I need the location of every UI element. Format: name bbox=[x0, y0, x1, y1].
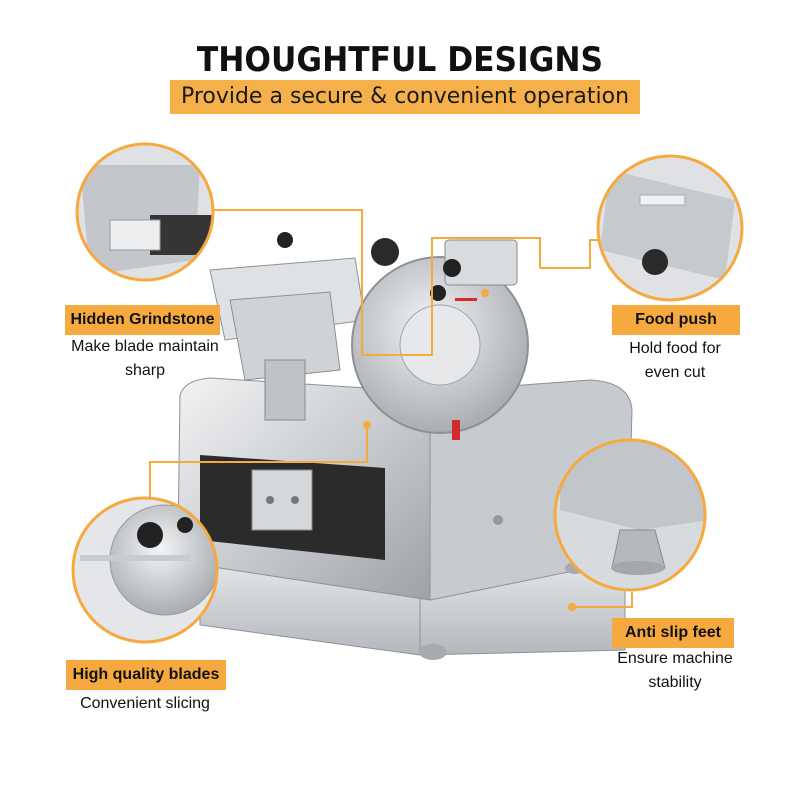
slicer-machine bbox=[177, 232, 633, 660]
feature-desc-line: even cut bbox=[644, 364, 706, 381]
page-subtitle: Provide a secure & convenient operation bbox=[170, 80, 640, 114]
feature-desc-anti-slip-feet: Ensure machine stability bbox=[575, 647, 775, 695]
feature-desc-hidden-grindstone: Make blade maintain sharp bbox=[45, 335, 245, 383]
feature-desc-high-quality-blades: Convenient slicing bbox=[45, 692, 245, 716]
feature-badge-food-push: Food push bbox=[612, 305, 740, 335]
feature-desc-food-push: Hold food for even cut bbox=[585, 337, 765, 385]
feature-desc-line: Make blade maintain bbox=[71, 338, 219, 355]
feature-badge-hidden-grindstone: Hidden Grindstone bbox=[65, 305, 220, 335]
feature-desc-line: stability bbox=[648, 674, 702, 691]
food-push-detail-photo bbox=[596, 154, 744, 302]
feature-desc-line: Ensure machine bbox=[617, 650, 733, 667]
grindstone-detail-photo bbox=[75, 142, 215, 282]
feature-desc-line: Convenient slicing bbox=[80, 695, 210, 712]
feature-badge-high-quality-blades: High quality blades bbox=[66, 660, 226, 690]
page-title: THOUGHTFUL DESIGNS bbox=[196, 40, 604, 80]
anti-slip-foot-detail-photo bbox=[553, 438, 707, 592]
feature-desc-line: sharp bbox=[124, 362, 166, 379]
feature-badge-anti-slip-feet: Anti slip feet bbox=[612, 618, 734, 648]
blade-detail-photo bbox=[71, 496, 219, 644]
feature-desc-line: Hold food for bbox=[629, 340, 721, 357]
